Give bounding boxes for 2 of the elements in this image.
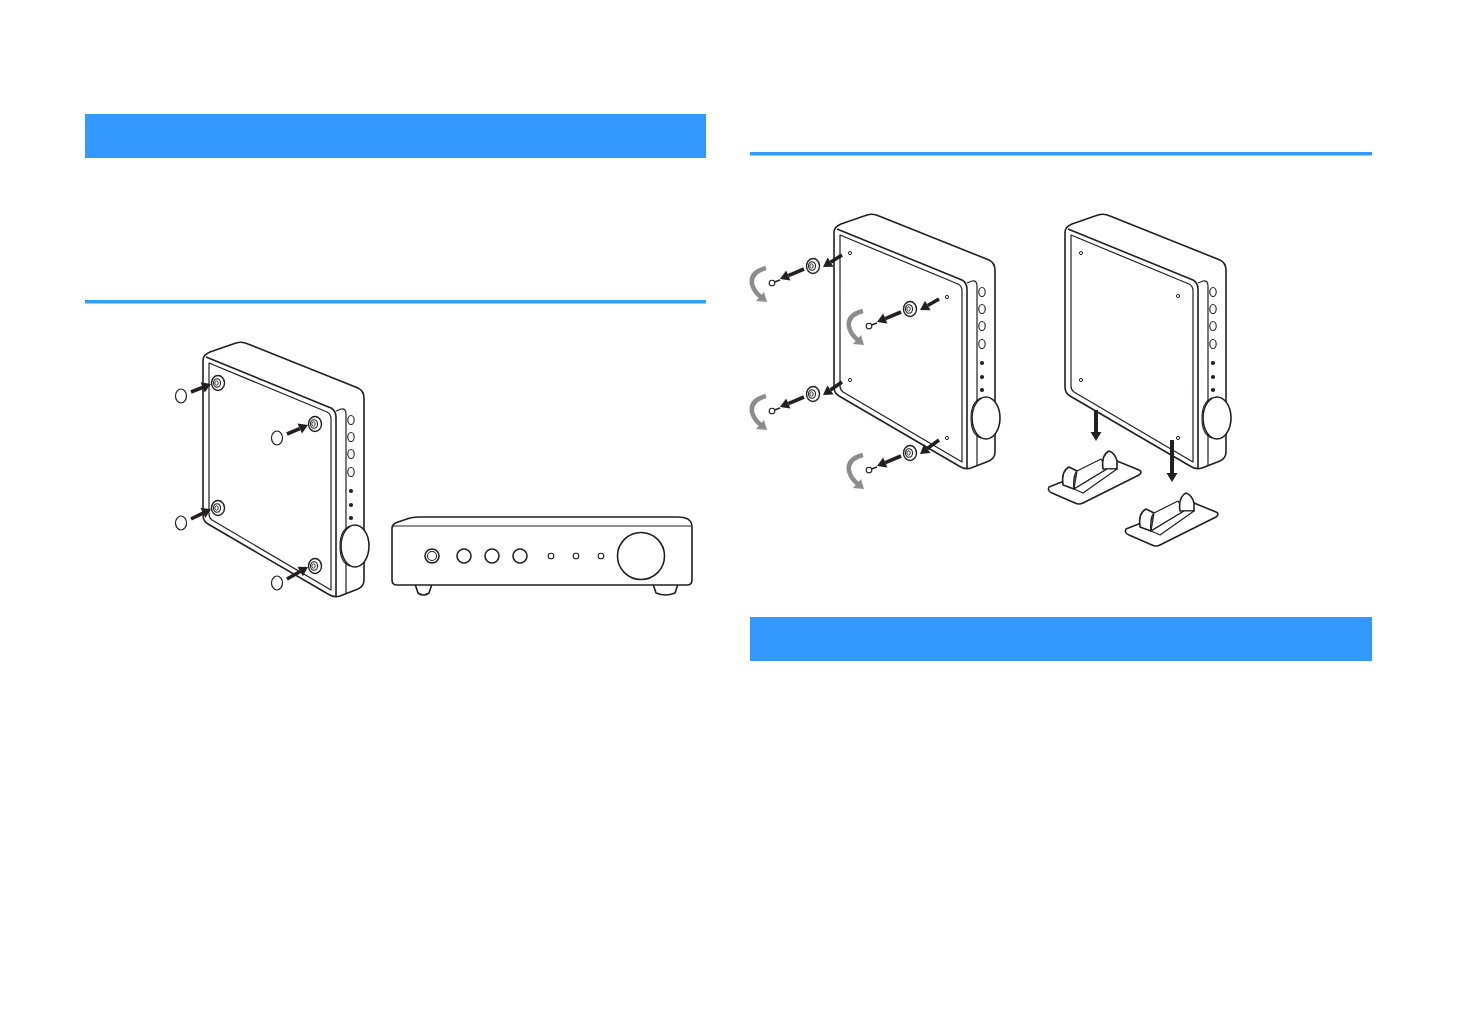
header-bar [85, 114, 706, 158]
header-bar [750, 617, 1372, 661]
